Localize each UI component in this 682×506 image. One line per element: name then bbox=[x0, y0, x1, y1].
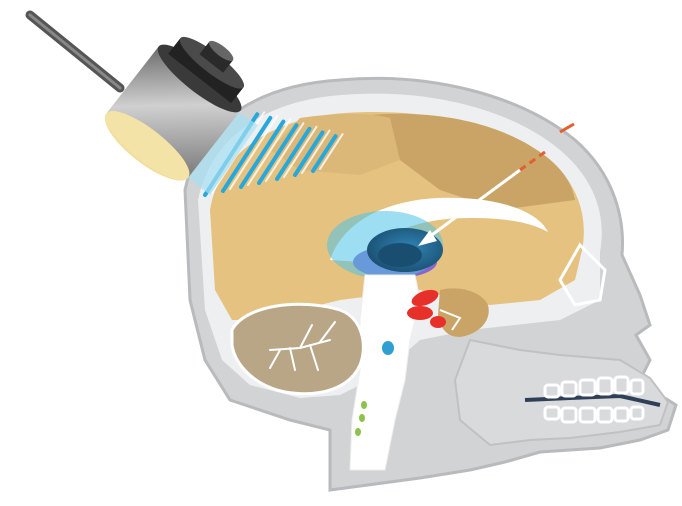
trajectory-mark bbox=[560, 124, 574, 132]
target-inner bbox=[378, 243, 422, 267]
brainstem-nucleus bbox=[382, 341, 394, 355]
